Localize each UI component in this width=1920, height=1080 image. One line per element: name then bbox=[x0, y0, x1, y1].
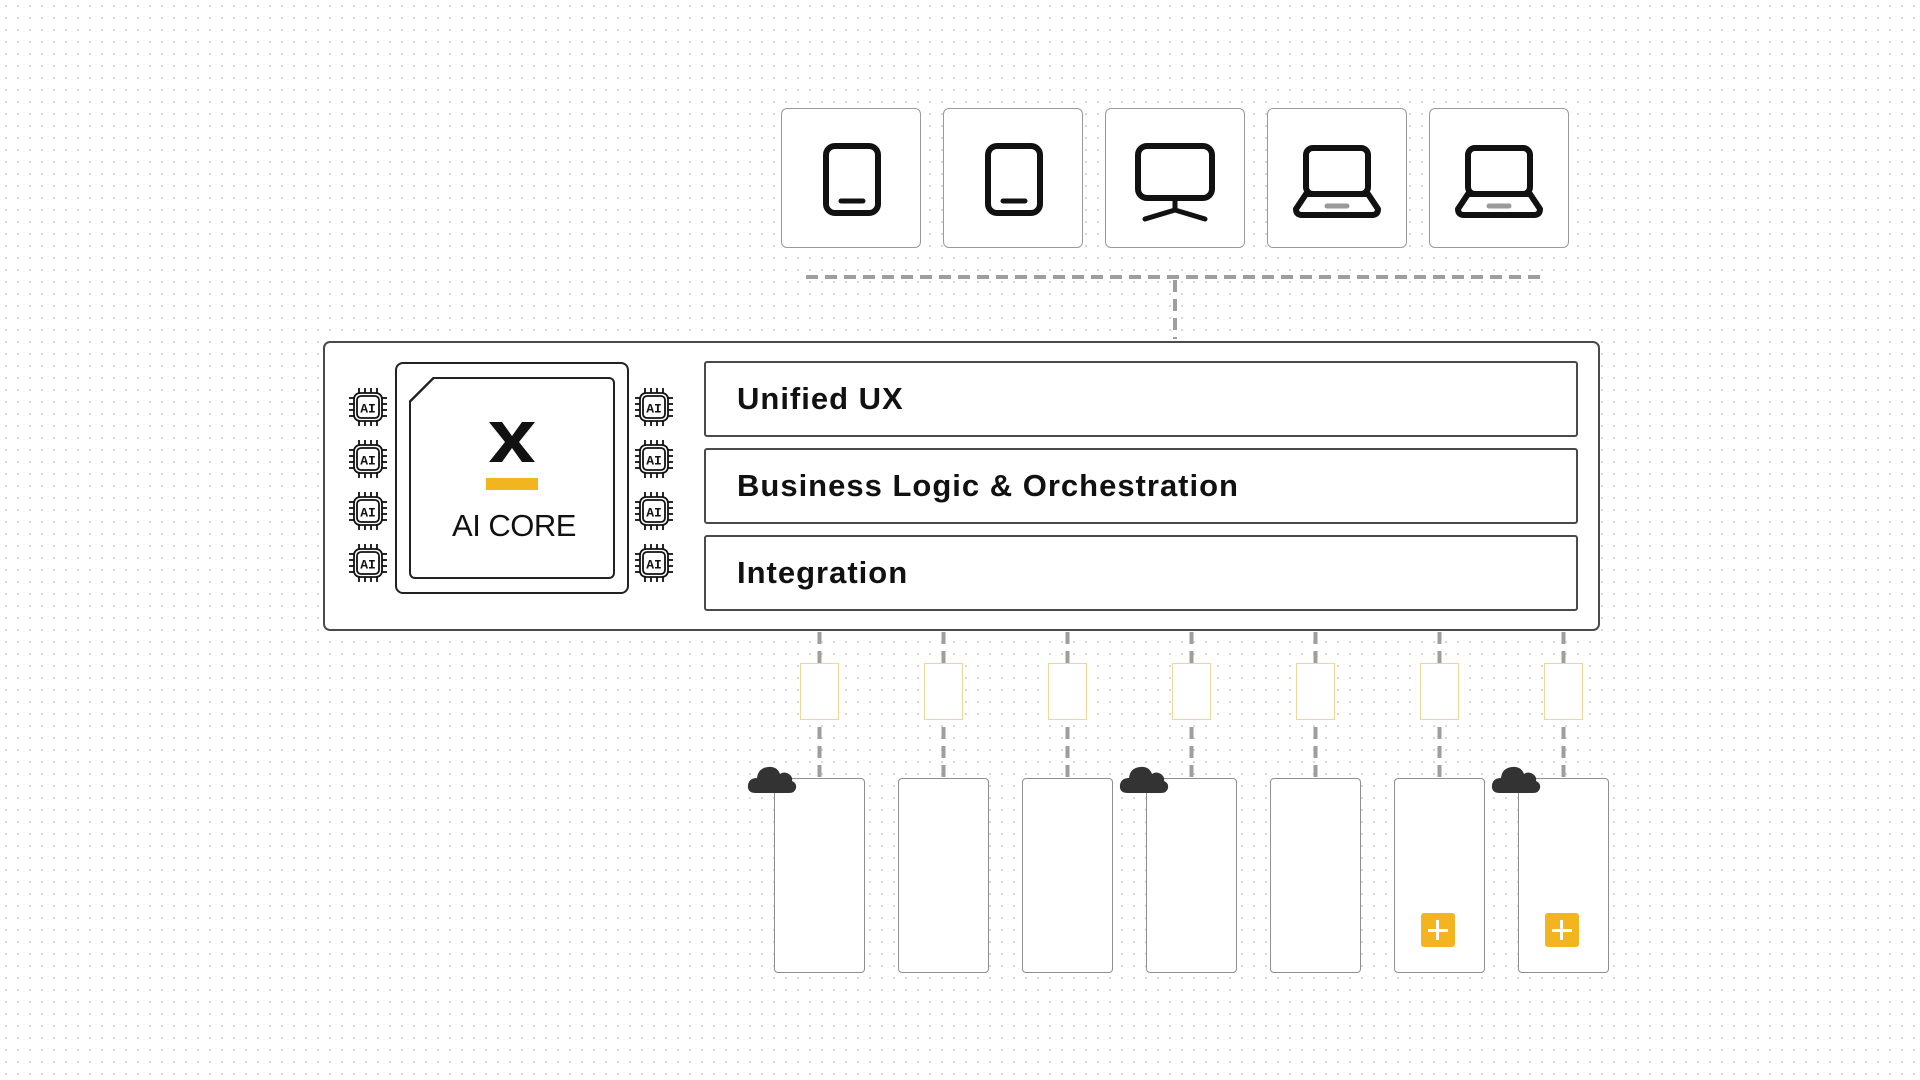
device-desktop[interactable] bbox=[1105, 108, 1245, 248]
x-logo-icon bbox=[489, 422, 535, 462]
integration-adapter bbox=[1296, 663, 1335, 720]
desktop-monitor-icon bbox=[1135, 143, 1215, 222]
data-source-column[interactable] bbox=[898, 778, 989, 973]
layer-label: Business Logic & Orchestration bbox=[737, 468, 1239, 503]
svg-text:AI: AI bbox=[646, 506, 662, 521]
cloud-icon bbox=[1118, 760, 1170, 796]
ai-chip-icon: AI bbox=[346, 385, 390, 429]
integration-adapter bbox=[1544, 663, 1583, 720]
svg-text:AI: AI bbox=[360, 454, 376, 469]
integration-adapter bbox=[1420, 663, 1459, 720]
integration-adapter bbox=[1048, 663, 1087, 720]
layer-label: Unified UX bbox=[737, 381, 904, 416]
svg-text:AI: AI bbox=[360, 402, 376, 417]
device-tablet-2[interactable] bbox=[943, 108, 1083, 248]
cloud-icon bbox=[1490, 760, 1542, 796]
device-laptop-2[interactable] bbox=[1429, 108, 1569, 248]
data-source-column[interactable] bbox=[1518, 778, 1609, 973]
svg-text:AI: AI bbox=[360, 506, 376, 521]
svg-text:AI: AI bbox=[360, 558, 376, 573]
add-icon[interactable] bbox=[1420, 913, 1455, 947]
laptop-icon bbox=[1455, 145, 1543, 218]
chip-corner-notch bbox=[409, 377, 435, 403]
layer-integration[interactable]: Integration bbox=[704, 535, 1578, 611]
ai-chip-icon: AI bbox=[632, 385, 676, 429]
tablet-icon bbox=[985, 143, 1043, 216]
svg-text:AI: AI bbox=[646, 454, 662, 469]
ai-chip-icon: AI bbox=[632, 437, 676, 481]
brand-accent-bar bbox=[486, 478, 538, 490]
ai-chip-icon: AI bbox=[632, 489, 676, 533]
data-source-column[interactable] bbox=[1022, 778, 1113, 973]
data-source-column[interactable] bbox=[774, 778, 865, 973]
data-source-column[interactable] bbox=[1146, 778, 1237, 973]
integration-adapter bbox=[924, 663, 963, 720]
svg-text:AI: AI bbox=[646, 402, 662, 417]
laptop-icon bbox=[1293, 145, 1381, 218]
ai-chip-icon: AI bbox=[632, 541, 676, 585]
add-icon[interactable] bbox=[1544, 913, 1579, 947]
device-laptop-1[interactable] bbox=[1267, 108, 1407, 248]
device-tablet-1[interactable] bbox=[781, 108, 921, 248]
integration-adapter bbox=[800, 663, 839, 720]
data-source-column[interactable] bbox=[1270, 778, 1361, 973]
layer-unified-ux[interactable]: Unified UX bbox=[704, 361, 1578, 437]
layer-label: Integration bbox=[737, 555, 909, 590]
layer-business-logic[interactable]: Business Logic & Orchestration bbox=[704, 448, 1578, 524]
ai-core-label: AI CORE bbox=[452, 508, 576, 543]
integration-adapter bbox=[1172, 663, 1211, 720]
tablet-icon bbox=[823, 143, 881, 216]
ai-chip-icon: AI bbox=[346, 489, 390, 533]
cloud-icon bbox=[746, 760, 798, 796]
svg-text:AI: AI bbox=[646, 558, 662, 573]
ai-chip-icon: AI bbox=[346, 541, 390, 585]
ai-chip-icon: AI bbox=[346, 437, 390, 481]
